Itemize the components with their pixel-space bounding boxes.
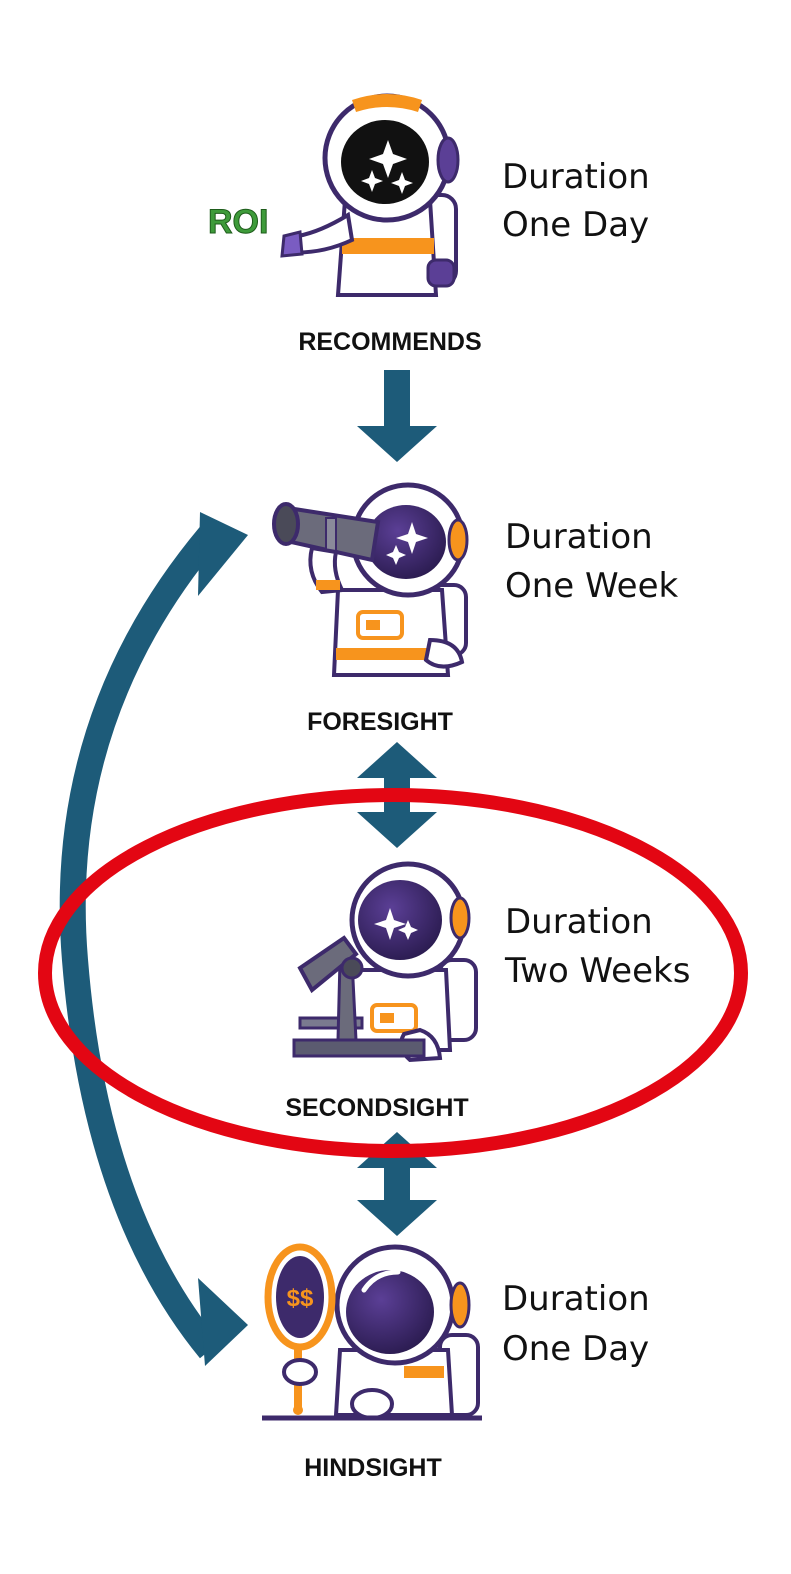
astronaut-presenting-icon (282, 94, 458, 295)
duration-label: Duration (502, 1279, 650, 1319)
stage-hindsight: $$ Duration One Day HINDSIGHT (262, 1247, 650, 1482)
astronaut-microscope-icon (294, 864, 476, 1060)
dollar-label: $$ (287, 1285, 314, 1312)
astronaut-mirror-icon (262, 1247, 482, 1418)
duration-value: One Day (502, 205, 649, 245)
roi-label: ROI (208, 203, 268, 241)
stage-secondsight: Duration Two Weeks SECONDSIGHT (285, 864, 690, 1122)
arrow-recommends-to-foresight (357, 370, 437, 462)
duration-label: Duration (502, 157, 650, 197)
duration-value: One Day (502, 1329, 649, 1369)
duration-value: Two Weeks (504, 951, 690, 991)
duration-value: One Week (505, 566, 678, 606)
stage-recommends: ROI Duration One Day RECOMMENDS (208, 94, 650, 356)
stage-title: HINDSIGHT (304, 1454, 442, 1482)
stage-foresight: Duration One Week FORESIGHT (274, 485, 678, 736)
duration-label: Duration (505, 902, 653, 942)
stage-title: RECOMMENDS (298, 328, 481, 356)
curved-two-way-arrow (73, 512, 248, 1366)
stage-title: SECONDSIGHT (285, 1094, 468, 1122)
astronaut-telescope-icon (274, 485, 467, 675)
duration-label: Duration (505, 517, 653, 557)
stage-title: FORESIGHT (307, 708, 453, 736)
